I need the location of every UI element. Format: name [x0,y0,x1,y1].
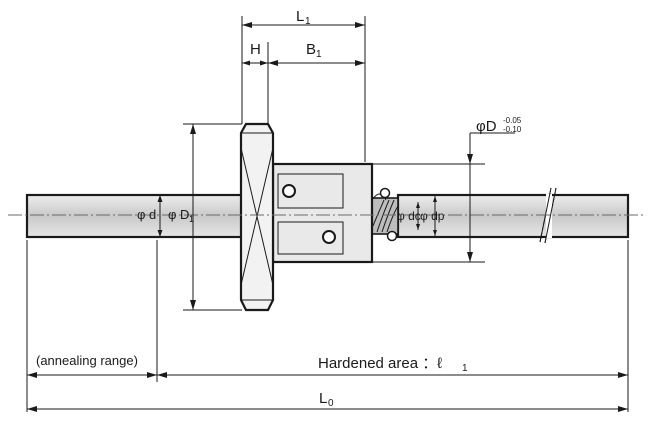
dim-B1: B 1 [268,41,365,66]
B1-label: B [306,41,316,58]
dim-phi-dc-dp: φ dc φ dp [397,196,445,236]
phi-d-label: φ d [137,207,156,222]
phi-D-tolerance-lower: -0.10 [503,125,522,134]
L0-label: L [319,390,327,407]
dim-phi-d: φ d [137,195,163,237]
dim-L0: L 0 [27,390,628,412]
B1-subscript: 1 [316,49,322,60]
L1-label: L [296,8,304,25]
dim-phi-D: φD -0.05 -0.10 [372,116,522,263]
dim-annealing-hardened: (annealing range) Hardened area ：ℓ 1 [26,240,629,412]
phi-D1-label: φ D [168,207,189,222]
dim-L1: L 1 [241,8,366,162]
hardened-area-subscript: 1 [462,363,468,374]
phi-D-label: φD [476,118,497,135]
nut-ball-port [322,230,336,244]
hardened-area-label: Hardened area ：ℓ [318,355,442,372]
phi-D1-subscript: 1 [189,214,194,224]
ball-thread [371,187,399,242]
ball-nut [271,162,374,264]
phi-dc-label: φ dc [397,209,421,223]
phi-D-tolerance-upper: -0.05 [503,116,522,125]
L1-subscript: 1 [305,16,311,27]
H-label: H [250,41,261,58]
L0-subscript: 0 [328,398,334,409]
phi-dp-label: φ dp [420,209,445,223]
dim-phi-D1: φ D 1 [168,123,242,311]
annealing-range-label: (annealing range) [36,353,138,368]
nut-flange [239,122,275,312]
dim-H: H [242,41,269,124]
nut-ball-port [282,184,296,198]
